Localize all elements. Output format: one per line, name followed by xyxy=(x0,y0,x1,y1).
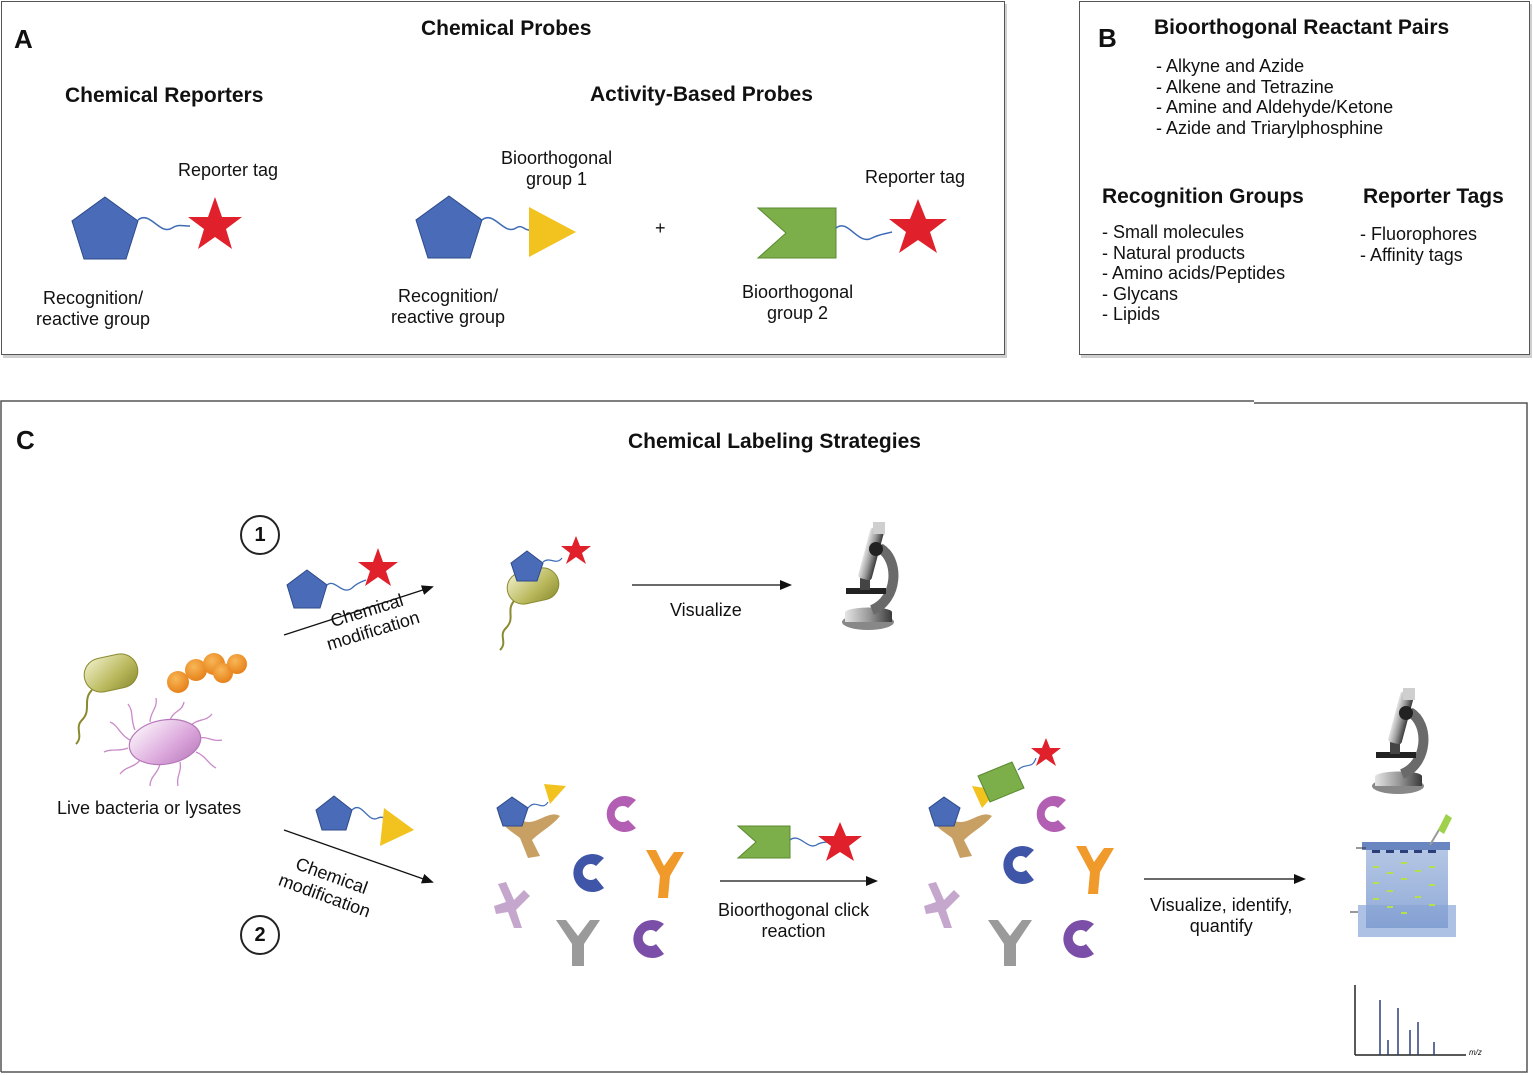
labeled-bacterium xyxy=(499,536,591,651)
linker-line xyxy=(137,217,191,231)
recognition-groups-list: - Small molecules - Natural products - A… xyxy=(1102,222,1285,325)
plus-sign: + xyxy=(655,218,666,238)
panel-c-title: Chemical Labeling Strategies xyxy=(628,430,921,453)
panel-a xyxy=(1,1,1005,355)
panel-a-title: Chemical Probes xyxy=(421,17,592,40)
linker-line xyxy=(835,225,893,241)
recognition-groups-heading: Recognition Groups xyxy=(1102,185,1304,208)
panel-b xyxy=(1079,1,1530,355)
recognition-group-label: Recognition/reactive group xyxy=(391,286,506,327)
chemical-reporters-heading: Chemical Reporters xyxy=(65,84,264,107)
list-item: - Affinity tags xyxy=(1360,244,1463,265)
step-1-badge: 1 xyxy=(240,515,280,555)
list-item: - Amine and Aldehyde/Ketone xyxy=(1156,97,1394,117)
star-shape xyxy=(889,199,947,253)
reporter-tags-list: - Fluorophores - Affinity tags xyxy=(1360,224,1477,265)
list-item: - Alkyne and Azide xyxy=(1156,56,1305,76)
list-item: - Glycans xyxy=(1102,283,1179,304)
panel-c-letter: C xyxy=(16,425,35,455)
microscope-icon xyxy=(842,522,899,630)
microscope-icon xyxy=(1372,688,1429,794)
green-tag-shape xyxy=(736,825,791,859)
pentagon-shape xyxy=(315,795,353,831)
ms-axis-label: m/z xyxy=(1469,1048,1482,1057)
arrow xyxy=(283,585,434,636)
panel-a-letter: A xyxy=(14,24,33,54)
reactant-pairs-list: - Alkyne and Azide - Alkene and Tetrazin… xyxy=(1156,56,1393,138)
triangle-shape xyxy=(529,207,576,257)
star-shape xyxy=(188,197,242,249)
list-item: - Azide and Triarylphosphine xyxy=(1156,117,1384,138)
panel-b-letter: B xyxy=(1098,23,1117,53)
list-item: - Fluorophores xyxy=(1360,224,1478,244)
gel-electrophoresis-icon xyxy=(1350,814,1456,937)
step-2-badge: 2 xyxy=(240,915,280,955)
pentagon-shape xyxy=(415,195,483,259)
star-shape xyxy=(358,548,398,586)
reporter-tag-label: Reporter tag xyxy=(178,160,279,180)
reporter-tag-label: Reporter tag xyxy=(865,167,966,187)
pentagon-shape xyxy=(71,196,139,260)
star-shape xyxy=(818,822,862,861)
reporter-tags-heading: Reporter Tags xyxy=(1363,185,1504,208)
visualize-identify-quantify-label: Visualize, identify,quantify xyxy=(1150,895,1293,936)
activity-based-probes-heading: Activity-Based Probes xyxy=(590,83,813,106)
triangle-shape xyxy=(380,808,414,846)
linker-line xyxy=(481,217,530,231)
live-bacteria-label: Live bacteria or lysates xyxy=(57,798,242,818)
mass-spectrum-icon xyxy=(1354,985,1466,1056)
list-item: - Amino acids/Peptides xyxy=(1102,263,1286,283)
pentagon-shape xyxy=(286,569,328,609)
list-item: - Alkene and Tetrazine xyxy=(1156,76,1334,97)
visualize-label: Visualize xyxy=(670,600,742,620)
list-item: - Small molecules xyxy=(1102,222,1245,242)
protein-mixture-after xyxy=(924,738,1114,966)
protein-mixture-before xyxy=(494,784,684,966)
arrow xyxy=(283,829,434,884)
recognition-group-label: Recognition/reactive group xyxy=(36,288,151,329)
panel-b-title: Bioorthogonal Reactant Pairs xyxy=(1154,16,1450,39)
list-item: - Natural products xyxy=(1102,242,1246,263)
green-tag-shape xyxy=(756,207,837,259)
live-bacteria-illustration xyxy=(75,653,247,787)
list-item: - Lipids xyxy=(1102,304,1161,324)
